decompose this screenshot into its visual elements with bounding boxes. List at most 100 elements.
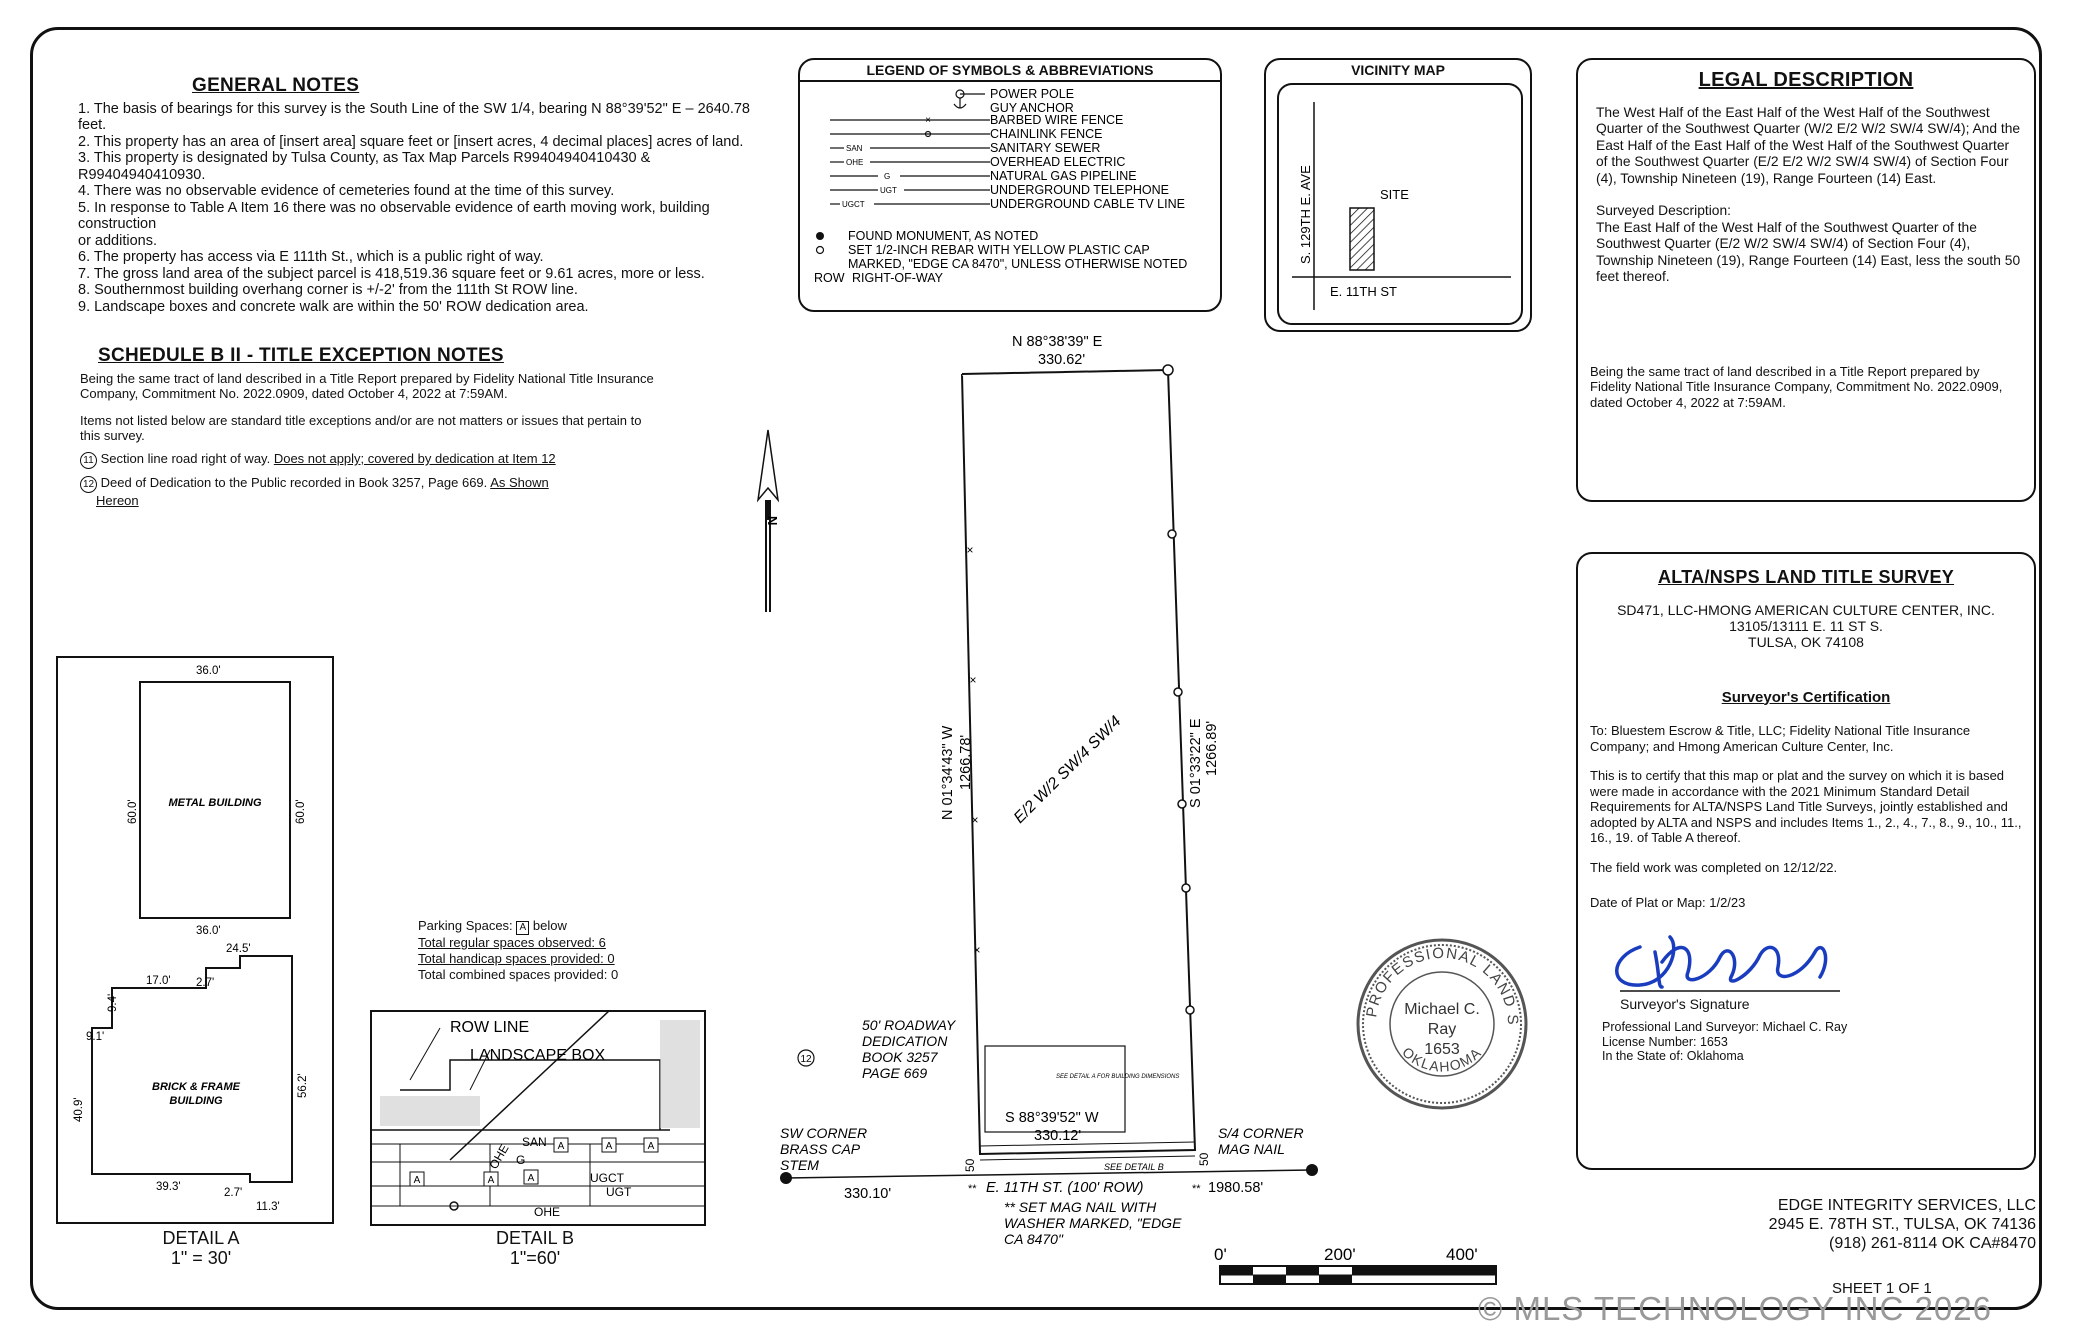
cert-date: Date of Plat or Map: 1/2/23: [1590, 895, 1746, 910]
legal-title: LEGAL DESCRIPTION: [1698, 69, 1914, 91]
item-12-link: As Shown: [490, 475, 549, 490]
detail-b-ohe: OHE: [534, 1205, 560, 1219]
space-a-1: A: [558, 1141, 565, 1152]
legal-para-1: The West Half of the East Half of the We…: [1596, 104, 2021, 186]
item-11-number: 11: [80, 452, 97, 469]
general-notes: GENERAL NOTES 1. The basis of bearings f…: [78, 76, 758, 315]
item-11-link: Does not apply; covered by dedication at…: [273, 451, 556, 466]
metal-building-label: METAL BUILDING: [168, 797, 262, 809]
note-5b: or additions.: [78, 232, 157, 249]
note-7: 7. The gross land area of the subject pa…: [78, 265, 705, 282]
alta-line-1: SD471, LLC-HMONG AMERICAN CULTURE CENTER…: [1617, 601, 1995, 618]
dim-24-5: 24.5': [226, 943, 251, 955]
dim-9-4: 9.4': [107, 994, 119, 1012]
parking-summary: Parking Spaces: A below Total regular sp…: [418, 918, 618, 983]
detail-a-scale: 1" = 30': [170, 1248, 232, 1268]
schedule-item-12: 12 Deed of Dedication to the Public reco…: [80, 475, 660, 508]
seal-name-2: Ray: [1428, 1021, 1456, 1038]
west-section-distance: 330.10': [844, 1186, 891, 1202]
surveyor-signature: [1615, 934, 1840, 992]
item-11-text: Section line road right of way.: [100, 451, 271, 466]
dedication-2: DEDICATION: [862, 1033, 948, 1049]
note-2: 2. This property has an area of [insert …: [78, 133, 744, 150]
item-12-link-2: Hereon: [96, 493, 139, 508]
parking-handicap: Total handicap spaces provided: 0: [418, 951, 615, 966]
item-12-text: Deed of Dedication to the Public recorde…: [100, 475, 488, 490]
fifty-w: 50: [963, 1158, 977, 1172]
mag-nail-3: CA 8470": [1004, 1231, 1064, 1247]
dim-17: 17.0': [146, 975, 171, 987]
vicinity-title: VICINITY MAP: [1351, 62, 1445, 78]
legal-para-3: Being the same tract of land described i…: [1590, 363, 2003, 410]
metal-top-dim: 36.0': [196, 665, 221, 677]
legend-telephone: UNDERGROUND TELEPHONE: [990, 183, 1169, 197]
east-bearing: S 01°33'22" E: [1188, 718, 1204, 808]
schedule-para-1: Being the same tract of land described i…: [80, 371, 654, 401]
north-bearing: N 88°38'39" E: [1012, 334, 1103, 350]
seal-number: 1653: [1424, 1041, 1460, 1058]
sw-corner-2: BRASS CAP: [780, 1141, 861, 1157]
dedication-1: 50' ROADWAY: [862, 1017, 957, 1033]
alta-box: ALTA/NSPS LAND TITLE SURVEY SD471, LLC-H…: [1576, 552, 2036, 1170]
surveyor-info: Professional Land Surveyor: Michael C. R…: [1602, 1020, 2022, 1064]
tract-label: E/2 W/2 SW/4 SW/4: [1011, 713, 1125, 827]
cert-to: To: Bluestem Escrow & Title, LLC; Fideli…: [1590, 723, 1971, 754]
scale-0: 0': [1214, 1245, 1227, 1264]
sheet-number: SHEET 1 OF 1: [1832, 1280, 1932, 1297]
legend-cable: UNDERGROUND CABLE TV LINE: [990, 197, 1185, 211]
legend-row-abbr: ROW: [814, 271, 845, 285]
space-a-6: A: [528, 1173, 535, 1184]
signature-label: Surveyor's Signature: [1620, 995, 1750, 1012]
parking-symbol: A: [516, 921, 530, 935]
detail-a-drawing: METAL BUILDING BRICK & FRAME BUILDING 36…: [73, 665, 309, 1213]
parking-title: Parking Spaces:: [418, 918, 513, 933]
alta-client: SD471, LLC-HMONG AMERICAN CULTURE CENTER…: [1590, 602, 2022, 650]
cert-title: Surveyor's Certification: [1721, 688, 1891, 706]
company-phone: (918) 261-8114 OK CA#8470: [1829, 1235, 2036, 1252]
schedule-title: SCHEDULE B II - TITLE EXCEPTION NOTES: [98, 345, 504, 366]
detail-b-scale: 1"=60': [509, 1248, 561, 1268]
legal-description-box: LEGAL DESCRIPTION The West Half of the E…: [1576, 58, 2036, 502]
code-ugt: UGT: [880, 186, 897, 195]
schedule-b: SCHEDULE B II - TITLE EXCEPTION NOTES Be…: [80, 345, 660, 508]
legend-barbed: BARBED WIRE FENCE: [990, 113, 1123, 127]
parking-below: below: [532, 918, 567, 933]
landscape-label: LANDSCAPE BOX: [470, 1047, 605, 1064]
vicinity-site: SITE: [1380, 187, 1409, 202]
plat-drawing: ×××× N 88°38'39" E 330.62' N 01°34'43" W…: [756, 334, 1318, 1247]
svg-text:×: ×: [973, 943, 980, 957]
dim-11-3: 11.3': [256, 1201, 280, 1213]
detail-b-title: DETAIL B: [495, 1228, 575, 1248]
west-bearing: N 01°34'43" W: [940, 725, 956, 820]
s4-corner-monument: [1306, 1164, 1318, 1176]
vicinity-street-h: E. 11TH ST: [1330, 284, 1397, 299]
detail-a-frame: [56, 656, 334, 1224]
code-g: G: [884, 172, 890, 181]
section-line: [785, 1169, 1313, 1179]
metal-right-dim: 60.0': [295, 799, 307, 824]
legend-graphic: × SAN OHE G UGT UGCT POWER POLE GUY ANCH…: [814, 87, 1187, 285]
double-star-e: **: [1192, 1183, 1201, 1195]
svg-text:×: ×: [969, 673, 976, 687]
note-5: 5. In response to Table A Item 16 there …: [78, 199, 710, 233]
surveyor-seal: LICENSED PROFESSIONAL LAND SURVEYOR OKLA…: [1354, 936, 1528, 1110]
surveyor-license: License Number: 1653: [1602, 1034, 1728, 1049]
legend-found: FOUND MONUMENT, AS NOTED: [848, 229, 1038, 243]
company-address: 2945 E. 78TH ST., TULSA, OK 74136: [1768, 1216, 2036, 1233]
legend-row-text: RIGHT-OF-WAY: [852, 271, 944, 285]
site-parcel: [1349, 207, 1375, 271]
detail-b-san: SAN: [522, 1135, 547, 1149]
metal-building-footprint: [984, 1045, 1126, 1133]
legend-overhead: OVERHEAD ELECTRIC: [990, 155, 1125, 169]
east-section-distance: 1980.58': [1208, 1180, 1263, 1196]
south-distance: 330.12': [1034, 1128, 1081, 1144]
code-ohe: OHE: [846, 158, 863, 167]
legend-set-1: SET 1/2-INCH REBAR WITH YELLOW PLASTIC C…: [848, 243, 1150, 257]
dedication-number: 12: [800, 1054, 812, 1065]
mag-nail-1: ** SET MAG NAIL WITH: [1004, 1199, 1157, 1215]
s4-corner-1: S/4 CORNER: [1218, 1125, 1304, 1141]
detail-b-caption: DETAIL B 1"=60': [470, 1228, 600, 1268]
cert-fieldwork: The field work was completed on 12/12/22…: [1590, 859, 1838, 875]
dim-2-7b: 2.7': [224, 1187, 242, 1199]
space-a-2: A: [606, 1141, 613, 1152]
